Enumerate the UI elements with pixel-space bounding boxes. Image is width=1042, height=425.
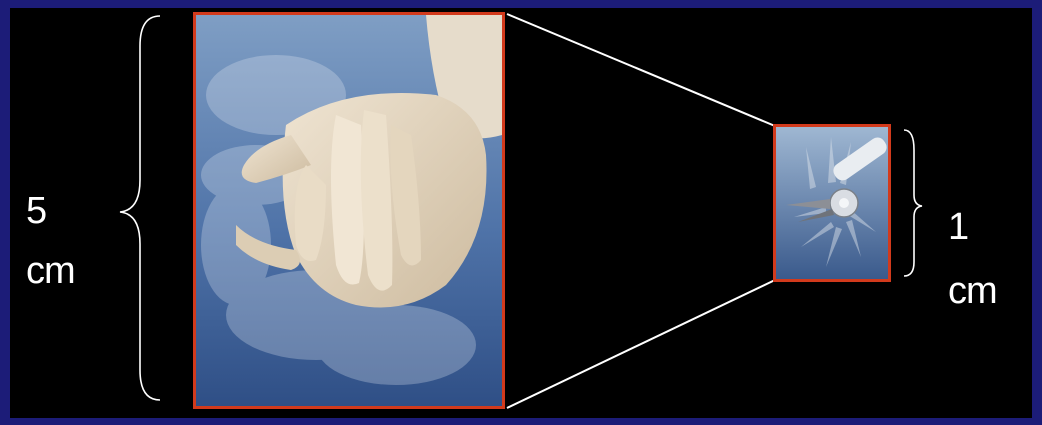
gloved-hand-icon	[196, 15, 502, 406]
small-image-frame	[773, 124, 891, 282]
left-measure-unit: cm	[26, 252, 75, 290]
large-image-frame	[193, 12, 505, 409]
left-measure-value: 5	[26, 192, 46, 230]
robotic-instrument-icon	[776, 127, 888, 279]
right-measure-value: 1	[948, 208, 968, 246]
right-measure-unit: cm	[948, 272, 997, 310]
